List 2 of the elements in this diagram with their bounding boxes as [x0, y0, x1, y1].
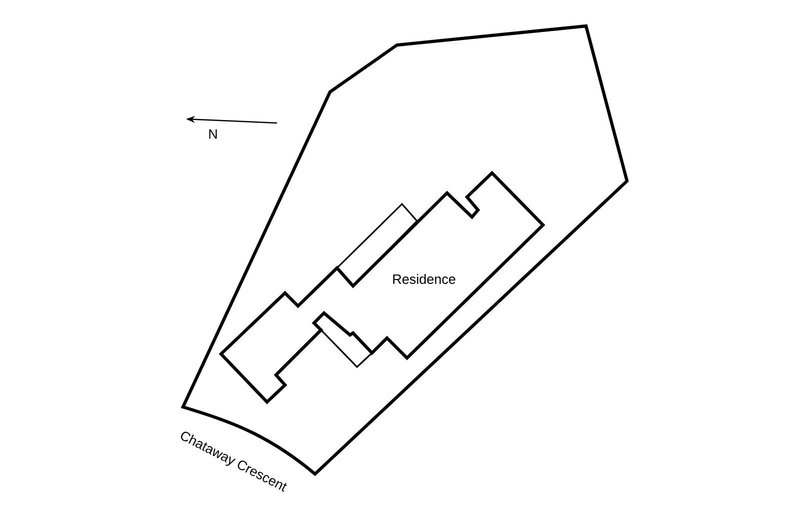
direction-label: N [209, 129, 217, 139]
building-label: Residence [393, 274, 456, 284]
